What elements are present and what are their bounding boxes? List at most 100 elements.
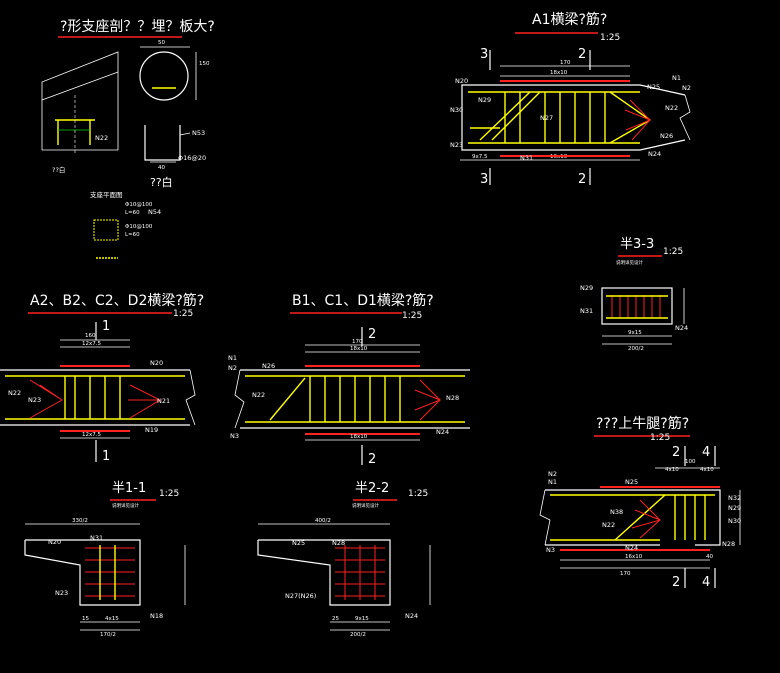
svg-text:1:25: 1:25 xyxy=(408,489,428,499)
svg-text:N22: N22 xyxy=(252,391,265,399)
svg-text:N3: N3 xyxy=(546,546,555,554)
svg-text:N2: N2 xyxy=(228,364,237,372)
svg-text:N32: N32 xyxy=(728,494,741,502)
svg-text:N28: N28 xyxy=(722,540,735,548)
svg-text:N29: N29 xyxy=(728,504,741,512)
b1-mark-2-bot: 2 xyxy=(368,452,376,467)
svg-text:N3: N3 xyxy=(230,432,239,440)
svg-text:N31: N31 xyxy=(580,307,593,315)
svg-text:N30: N30 xyxy=(450,106,463,114)
bracket-side-outline xyxy=(41,51,119,150)
a1-mark-2-top: 2 xyxy=(578,47,586,62)
svg-text:说明详见设计: 说明详见设计 xyxy=(112,502,139,509)
svg-text:4x15: 4x15 xyxy=(105,616,119,622)
svg-text:200/2: 200/2 xyxy=(628,346,644,352)
svg-text:说明详见设计: 说明详见设计 xyxy=(352,502,379,509)
a1-mark-2-bot: 2 xyxy=(578,172,586,187)
svg-text:N30: N30 xyxy=(728,517,741,525)
svg-text:N24: N24 xyxy=(675,324,688,332)
svg-text:N27(N26): N27(N26) xyxy=(285,592,316,600)
svg-text:N31: N31 xyxy=(520,154,533,162)
a1-beam-top xyxy=(461,84,686,120)
s11-outline xyxy=(24,539,141,606)
svg-text:N26: N26 xyxy=(660,132,673,140)
s11-rebars xyxy=(85,545,135,600)
svg-text:N24: N24 xyxy=(405,612,418,620)
a1-beam-bottom xyxy=(461,120,686,151)
corbel-outline xyxy=(545,489,721,546)
svg-text:N25: N25 xyxy=(647,83,660,91)
svg-text:N23: N23 xyxy=(28,396,41,404)
b1-mark-2-top: 2 xyxy=(368,327,376,342)
bracket-title: ?形支座剖？？埋？板大? xyxy=(60,19,215,35)
a1-stirrups xyxy=(504,92,606,143)
svg-text:Φ10@100: Φ10@100 xyxy=(125,224,153,230)
svg-text:1:25: 1:25 xyxy=(402,311,422,321)
section-2-2: 半2-2 1:25 说明详见设计 400/2 N25 N28 N27(N26) … xyxy=(257,481,431,638)
svg-text:4x10: 4x10 xyxy=(665,467,679,473)
b1-title: B1、C1、D1横梁?筋? xyxy=(292,292,434,309)
svg-text:400/2: 400/2 xyxy=(315,518,331,524)
s33-title: 半3-3 xyxy=(620,237,654,252)
corbel-stirrups xyxy=(674,495,706,540)
svg-text:N20: N20 xyxy=(150,359,163,367)
svg-text:N21: N21 xyxy=(157,397,170,405)
svg-text:N2: N2 xyxy=(682,84,691,92)
s33-rebars xyxy=(606,295,668,319)
b1-stirrups xyxy=(309,376,401,422)
s22-rebars xyxy=(335,545,385,600)
pier-mesh xyxy=(93,219,119,241)
svg-text:12x7.5: 12x7.5 xyxy=(82,341,102,347)
svg-text:4: 4 xyxy=(702,445,710,460)
svg-text:N28: N28 xyxy=(446,394,459,402)
svg-text:N29: N29 xyxy=(478,96,491,104)
svg-text:170/2: 170/2 xyxy=(100,632,116,638)
a1-title: A1横梁?筋? xyxy=(532,11,607,28)
svg-text:1:25: 1:25 xyxy=(650,433,670,443)
svg-text:N25: N25 xyxy=(625,478,638,486)
svg-text:9x15: 9x15 xyxy=(355,616,369,622)
bracket-circle-section xyxy=(139,51,189,101)
rebar-detail-title: ??白 xyxy=(150,175,173,189)
svg-text:N31: N31 xyxy=(90,534,103,542)
svg-text:9x7.5: 9x7.5 xyxy=(472,154,488,160)
bracket-u-anchor xyxy=(144,125,181,161)
svg-text:L=60: L=60 xyxy=(125,232,140,238)
svg-text:170: 170 xyxy=(352,339,363,345)
a2-fan-bars xyxy=(29,379,162,419)
svg-text:N24: N24 xyxy=(625,544,638,552)
svg-text:N19: N19 xyxy=(145,426,158,434)
a1-fan-bars xyxy=(624,99,652,141)
svg-text:1:25: 1:25 xyxy=(159,489,179,499)
svg-text:N27: N27 xyxy=(540,114,553,122)
a2-mark-1-bot: 1 xyxy=(102,449,110,464)
svg-text:说明详见设计: 说明详见设计 xyxy=(616,259,643,266)
a1-mark-3-top: 3 xyxy=(480,47,488,62)
svg-text:4: 4 xyxy=(702,575,710,590)
a1-beam-drawing: A1横梁?筋? 1:25 3 2 3 2 170 18x10 16x10 9x7… xyxy=(450,11,691,187)
bracket-detail: ?形支座剖？？埋？板大? N22 ??白 50 150 40 N53 Φ16@2… xyxy=(41,19,215,259)
svg-text:N23: N23 xyxy=(55,589,68,597)
svg-text:N22: N22 xyxy=(8,389,21,397)
svg-text:N20: N20 xyxy=(455,77,468,85)
svg-text:1:25: 1:25 xyxy=(173,309,193,319)
svg-text:N1: N1 xyxy=(672,74,681,82)
svg-text:N28: N28 xyxy=(332,539,345,547)
svg-text:Φ10@100: Φ10@100 xyxy=(125,202,153,208)
svg-text:N26: N26 xyxy=(262,362,275,370)
svg-text:25: 25 xyxy=(332,616,339,622)
bracket-sub-title: ??白 xyxy=(52,165,65,174)
svg-text:16x10: 16x10 xyxy=(625,554,643,560)
pier-label-n54: N54 xyxy=(148,208,161,216)
svg-text:160: 160 xyxy=(85,333,96,339)
s33-outline xyxy=(601,287,673,325)
svg-text:L=60: L=60 xyxy=(125,210,140,216)
svg-text:N24: N24 xyxy=(436,428,449,436)
a2-title: A2、B2、C2、D2横梁?筋? xyxy=(30,292,204,309)
svg-text:N2: N2 xyxy=(548,470,557,478)
pier-title: 支座平面图 xyxy=(90,190,123,199)
svg-text:Φ16@20: Φ16@20 xyxy=(178,154,206,162)
svg-text:N23: N23 xyxy=(450,141,463,149)
svg-text:2: 2 xyxy=(672,445,680,460)
